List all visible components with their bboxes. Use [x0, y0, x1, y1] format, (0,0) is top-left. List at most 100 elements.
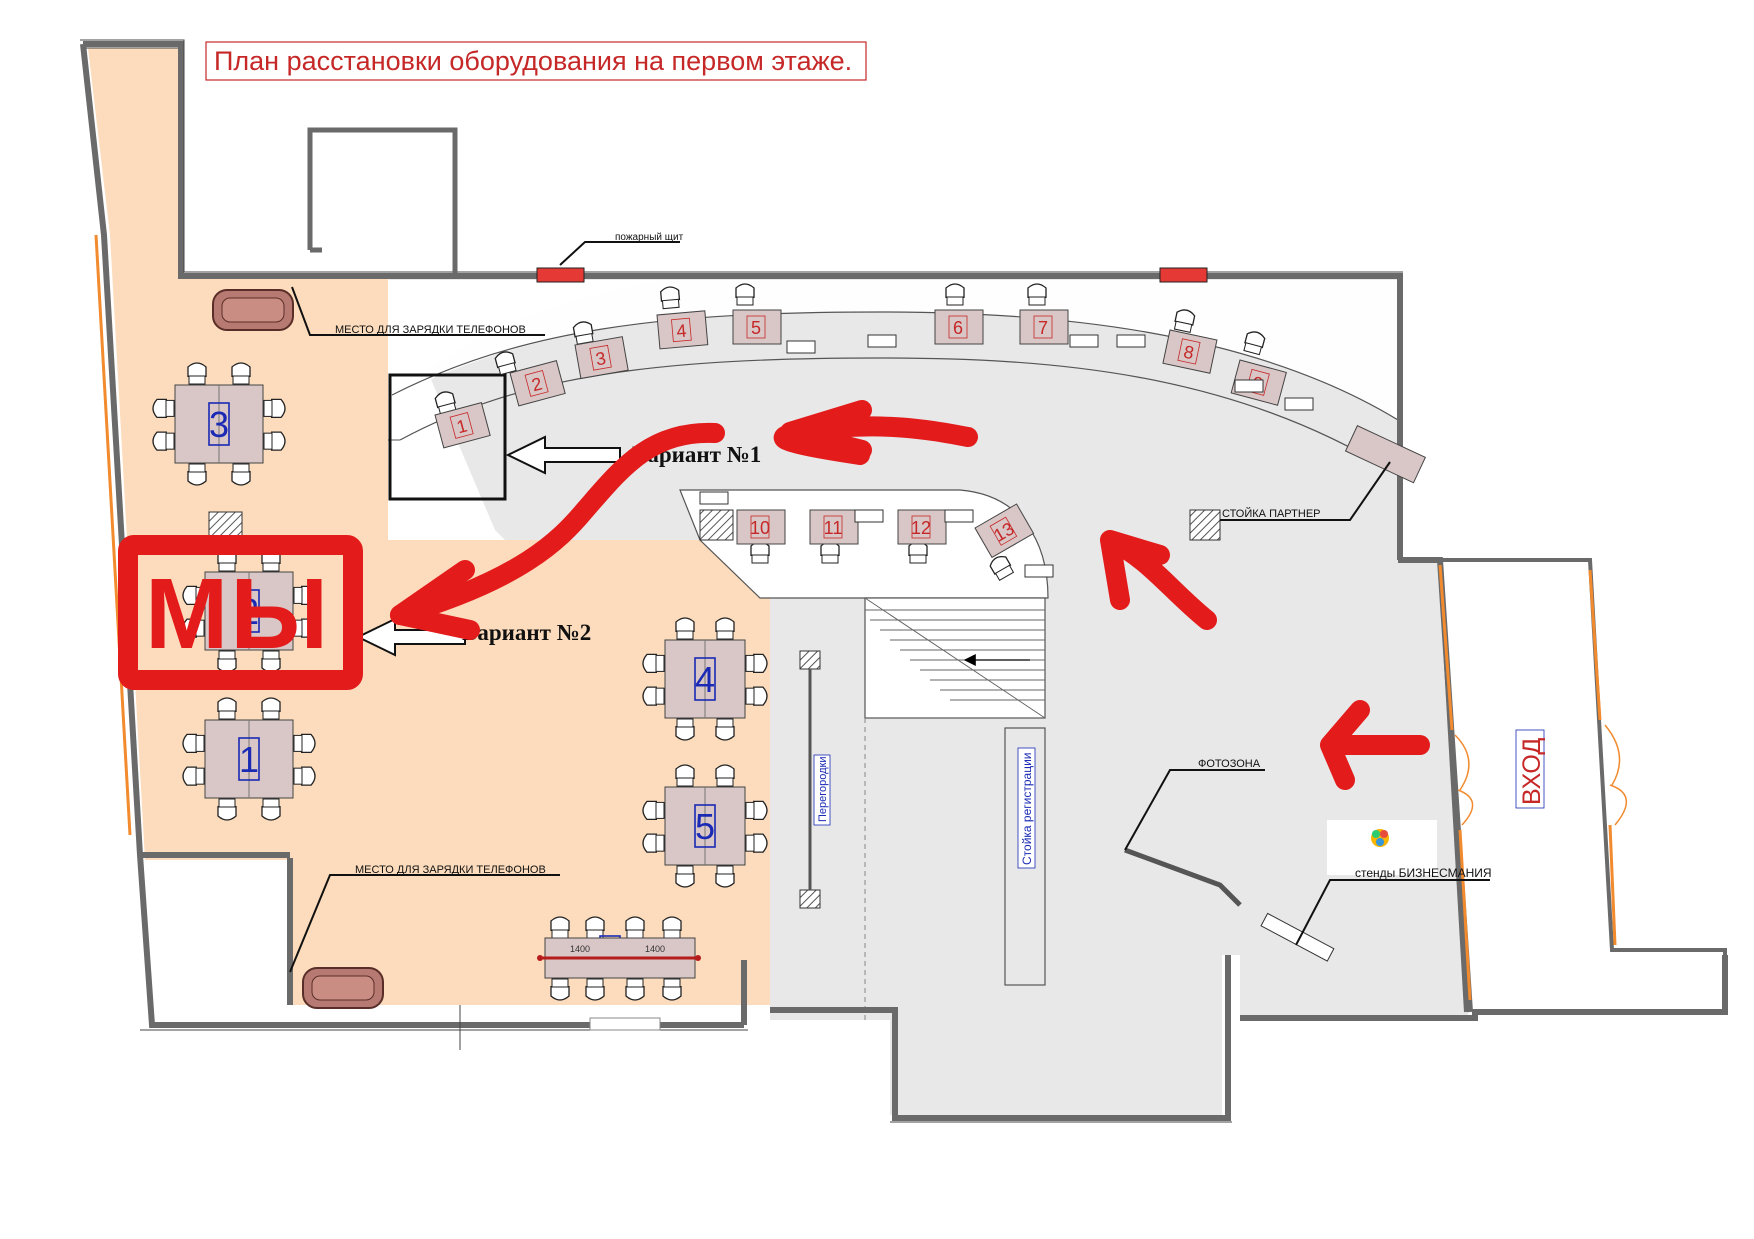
bench: [699, 491, 729, 505]
photo-zone-wall: [1124, 847, 1242, 907]
desk-number: 12: [911, 518, 931, 538]
chair-icon: [293, 618, 316, 638]
chair-icon: [494, 351, 517, 376]
stands-label: стенды БИЗНЕСМАНИЯ: [1355, 866, 1492, 880]
bottom-door: [589, 1017, 661, 1031]
upper-bay: [307, 127, 458, 276]
desk: 12: [897, 509, 947, 564]
chair-icon: [642, 653, 665, 674]
column: [799, 650, 821, 670]
meeting-table: 4: [642, 617, 768, 741]
desk: 7: [1019, 283, 1069, 345]
column: [1189, 509, 1221, 541]
chair-icon: [182, 585, 205, 606]
chair-icon: [550, 978, 570, 1001]
chair-icon: [217, 798, 237, 821]
variant1-pointer-arrow: [505, 435, 621, 475]
stands-block: [1260, 820, 1437, 962]
chair-icon: [675, 718, 695, 741]
desk-number: 10: [750, 518, 770, 538]
chair-icon: [660, 286, 681, 310]
chair-icon: [585, 978, 605, 1001]
desk: 8: [1162, 309, 1218, 374]
variant1-frame: [388, 373, 507, 501]
chair-icon: [231, 463, 251, 486]
chair-icon: [187, 362, 207, 385]
chair-icon: [715, 718, 735, 741]
charging-label-bottom: МЕСТО ДЛЯ ЗАРЯДКИ ТЕЛЕФОНОВ: [355, 864, 546, 876]
leader-lines: [289, 241, 1490, 973]
chair-icon: [735, 283, 755, 306]
bench: [854, 509, 884, 523]
meeting-table: 2: [182, 549, 316, 673]
chair-icon: [745, 653, 768, 674]
chair-icon: [675, 865, 695, 888]
bench: [1284, 397, 1314, 411]
entrance-doors: [1454, 724, 1627, 826]
chair-icon: [152, 398, 175, 419]
chair-icon: [1027, 283, 1047, 306]
desk: 6: [934, 283, 984, 345]
desk-number: 11: [824, 518, 843, 538]
chair-icon: [750, 541, 770, 564]
table-number: 3: [209, 404, 229, 445]
chair-icon: [261, 697, 281, 720]
chair-icon: [745, 686, 768, 706]
desk-number: 1: [454, 415, 469, 437]
hand-drawn-markers: [118, 400, 1430, 790]
chair-icon: [187, 463, 207, 486]
chair-icon: [642, 686, 665, 706]
chair-icon: [745, 833, 768, 853]
bench: [867, 334, 897, 348]
desk-number: 8: [1182, 342, 1196, 364]
desk-number: 6: [953, 318, 963, 338]
chair-icon: [820, 541, 840, 564]
table-number: 4: [695, 659, 715, 700]
desk-number: 4: [676, 321, 688, 342]
chair-icon: [662, 978, 682, 1001]
dimension-right-label: 1400: [645, 944, 665, 954]
entrance-vestibule: [1438, 558, 1727, 1013]
we-frame: [118, 535, 363, 690]
desk: 13: [974, 503, 1035, 581]
chair-icon: [293, 733, 316, 754]
chair-icon: [231, 362, 251, 385]
chair-icon: [675, 617, 695, 640]
meeting-table: 5: [642, 764, 768, 888]
sofa-top: [212, 289, 294, 331]
desk-number: 2: [529, 373, 544, 395]
dimension-left-label: 1400: [570, 944, 590, 954]
column: [699, 509, 734, 541]
chair-icon: [662, 916, 682, 939]
staircase: [864, 597, 1046, 719]
desk-number: 3: [594, 348, 607, 369]
chair-icon: [715, 865, 735, 888]
partitions-label: Перегородки: [817, 756, 829, 822]
partner-stand: [1344, 425, 1427, 484]
chair-icon: [1243, 331, 1266, 356]
chair-icon: [715, 617, 735, 640]
page-title: План расстановки оборудования на первом …: [214, 46, 852, 76]
chair-icon: [550, 916, 570, 939]
photo-zone-label: ФОТОЗОНА: [1198, 758, 1261, 770]
chair-icon: [585, 916, 605, 939]
desks: 12345678910111213: [434, 283, 1314, 581]
bench: [1069, 334, 1099, 348]
desk: 2: [494, 351, 566, 407]
fire-panel-label: пожарный щит: [615, 232, 684, 243]
we-label: МЫ: [145, 558, 330, 670]
chair-icon: [217, 697, 237, 720]
chair-icon: [293, 585, 316, 606]
meeting-table: 1: [182, 697, 316, 821]
desk: 5: [732, 283, 782, 345]
windows: [94, 234, 1617, 1001]
chair-icon: [745, 800, 768, 821]
bench: [786, 340, 816, 354]
partner-stand-label: СТОЙКА ПАРТНЕР: [1222, 507, 1321, 520]
chair-icon: [263, 431, 286, 451]
bench: [1234, 379, 1264, 393]
fire-panel-2: [1159, 267, 1208, 283]
chair-icon: [625, 916, 645, 939]
